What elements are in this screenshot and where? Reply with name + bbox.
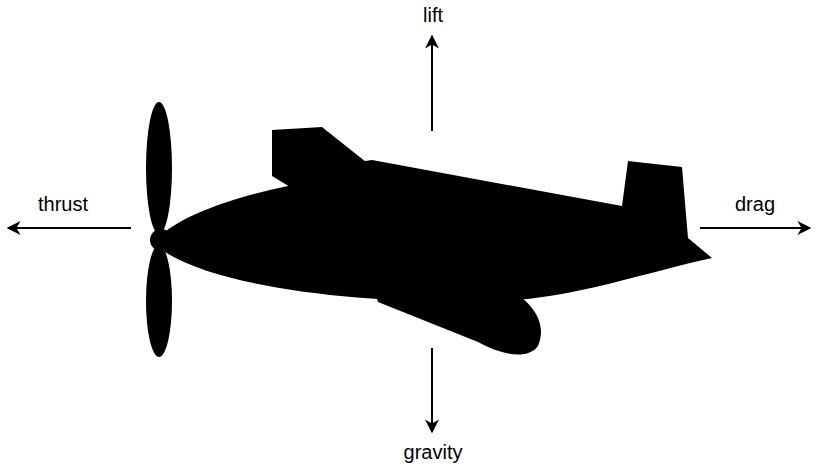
lift-arrow <box>431 36 433 131</box>
fuselage <box>165 160 712 302</box>
propeller-hub <box>150 229 172 251</box>
near-wing <box>372 282 541 355</box>
thrust-arrow <box>8 227 131 229</box>
force-label: thrust <box>38 194 88 214</box>
drag-arrow <box>700 227 810 229</box>
force-label: drag <box>735 194 775 214</box>
airplane-silhouette <box>146 102 712 357</box>
force-arrows <box>8 36 810 432</box>
force-label: gravity <box>404 442 463 462</box>
gravity-arrow <box>431 348 433 432</box>
force-label: lift <box>423 5 443 25</box>
propeller-blade <box>146 102 172 234</box>
propeller-blade <box>146 245 172 357</box>
